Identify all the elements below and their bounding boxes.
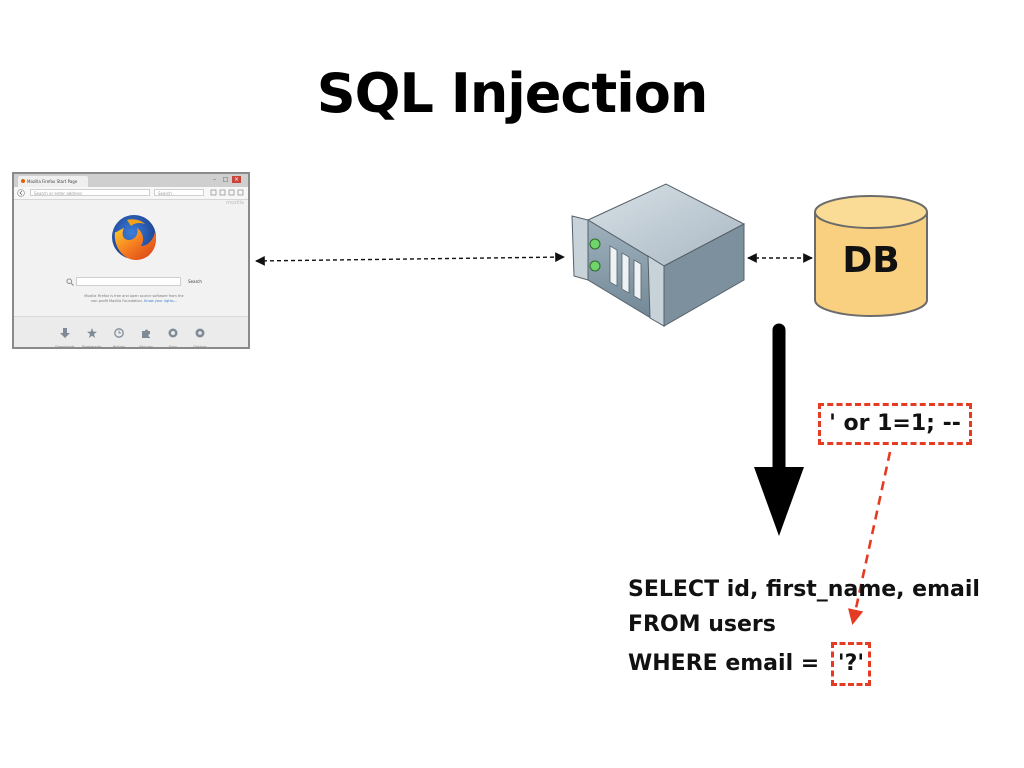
- puzzle-icon: [142, 329, 150, 338]
- mozilla-notice: Mozilla Firefox is free and open source …: [84, 294, 184, 304]
- sql-line-from: FROM users: [628, 612, 776, 637]
- start-search-input[interactable]: [76, 277, 181, 286]
- start-search-button[interactable]: Search: [188, 279, 202, 284]
- notice-text: Mozilla Firefox is free and open source …: [84, 294, 184, 303]
- bookmarks-icon[interactable]: [219, 189, 226, 196]
- launcher-options[interactable]: Options: [187, 323, 213, 347]
- launcher-sync[interactable]: Sync: [160, 323, 186, 347]
- start-search-row: Search: [66, 277, 206, 287]
- mozilla-brand: mozilla: [226, 200, 244, 206]
- launcher-bar: Downloads Bookmarks History Add-ons Sync…: [14, 316, 248, 347]
- page-title: SQL Injection: [316, 62, 709, 125]
- launcher-history[interactable]: History: [106, 323, 132, 347]
- launcher-downloads[interactable]: Downloads: [52, 323, 78, 347]
- browser-tab-title: Mozilla Firefox Start Page: [27, 179, 78, 184]
- star-icon[interactable]: [210, 189, 217, 196]
- server-icon: [571, 183, 746, 327]
- menu-icon[interactable]: [237, 189, 244, 196]
- sql-query: SELECT id, first_name, email FROM users …: [628, 572, 980, 686]
- toolbar-search-input[interactable]: Search: [154, 189, 204, 196]
- toolbar-icons: [210, 189, 244, 196]
- star-icon: [87, 328, 97, 338]
- sql-line-select: SELECT id, first_name, email: [628, 577, 980, 602]
- clock-icon: [114, 328, 124, 338]
- browser-server-arrow: [255, 252, 565, 266]
- firefox-tab-icon: [21, 179, 25, 183]
- download-icon[interactable]: [228, 189, 235, 196]
- database-icon: [814, 195, 928, 317]
- browser-tabbar: Mozilla Firefox Start Page – □ ×: [14, 174, 248, 187]
- close-icon[interactable]: ×: [232, 176, 241, 183]
- browser-window: Mozilla Firefox Start Page – □ × Search …: [12, 172, 250, 349]
- notice-link[interactable]: Know your rights...: [144, 299, 178, 303]
- address-bar[interactable]: Search or enter address: [30, 189, 150, 196]
- back-icon[interactable]: [17, 189, 27, 197]
- launcher-addons[interactable]: Add-ons: [133, 323, 159, 347]
- maximize-icon[interactable]: □: [222, 176, 229, 183]
- sync-icon: [168, 328, 178, 338]
- sql-line-where: WHERE email = '?': [628, 642, 980, 686]
- minimize-icon[interactable]: –: [213, 176, 216, 183]
- injection-payload: ' or 1=1; --: [818, 403, 972, 445]
- search-icon: [66, 278, 74, 286]
- database-label: DB: [842, 240, 900, 281]
- query-flow-arrow: [754, 323, 804, 536]
- gear-icon: [195, 328, 205, 338]
- sql-where-prefix: WHERE email =: [628, 651, 827, 676]
- browser-toolbar: Search or enter address Search: [14, 187, 248, 200]
- firefox-logo-icon: [112, 215, 157, 261]
- sql-placeholder: '?': [830, 642, 872, 686]
- download-icon: [60, 328, 70, 338]
- browser-tab[interactable]: Mozilla Firefox Start Page: [18, 176, 88, 187]
- launcher-bookmarks[interactable]: Bookmarks: [79, 323, 105, 347]
